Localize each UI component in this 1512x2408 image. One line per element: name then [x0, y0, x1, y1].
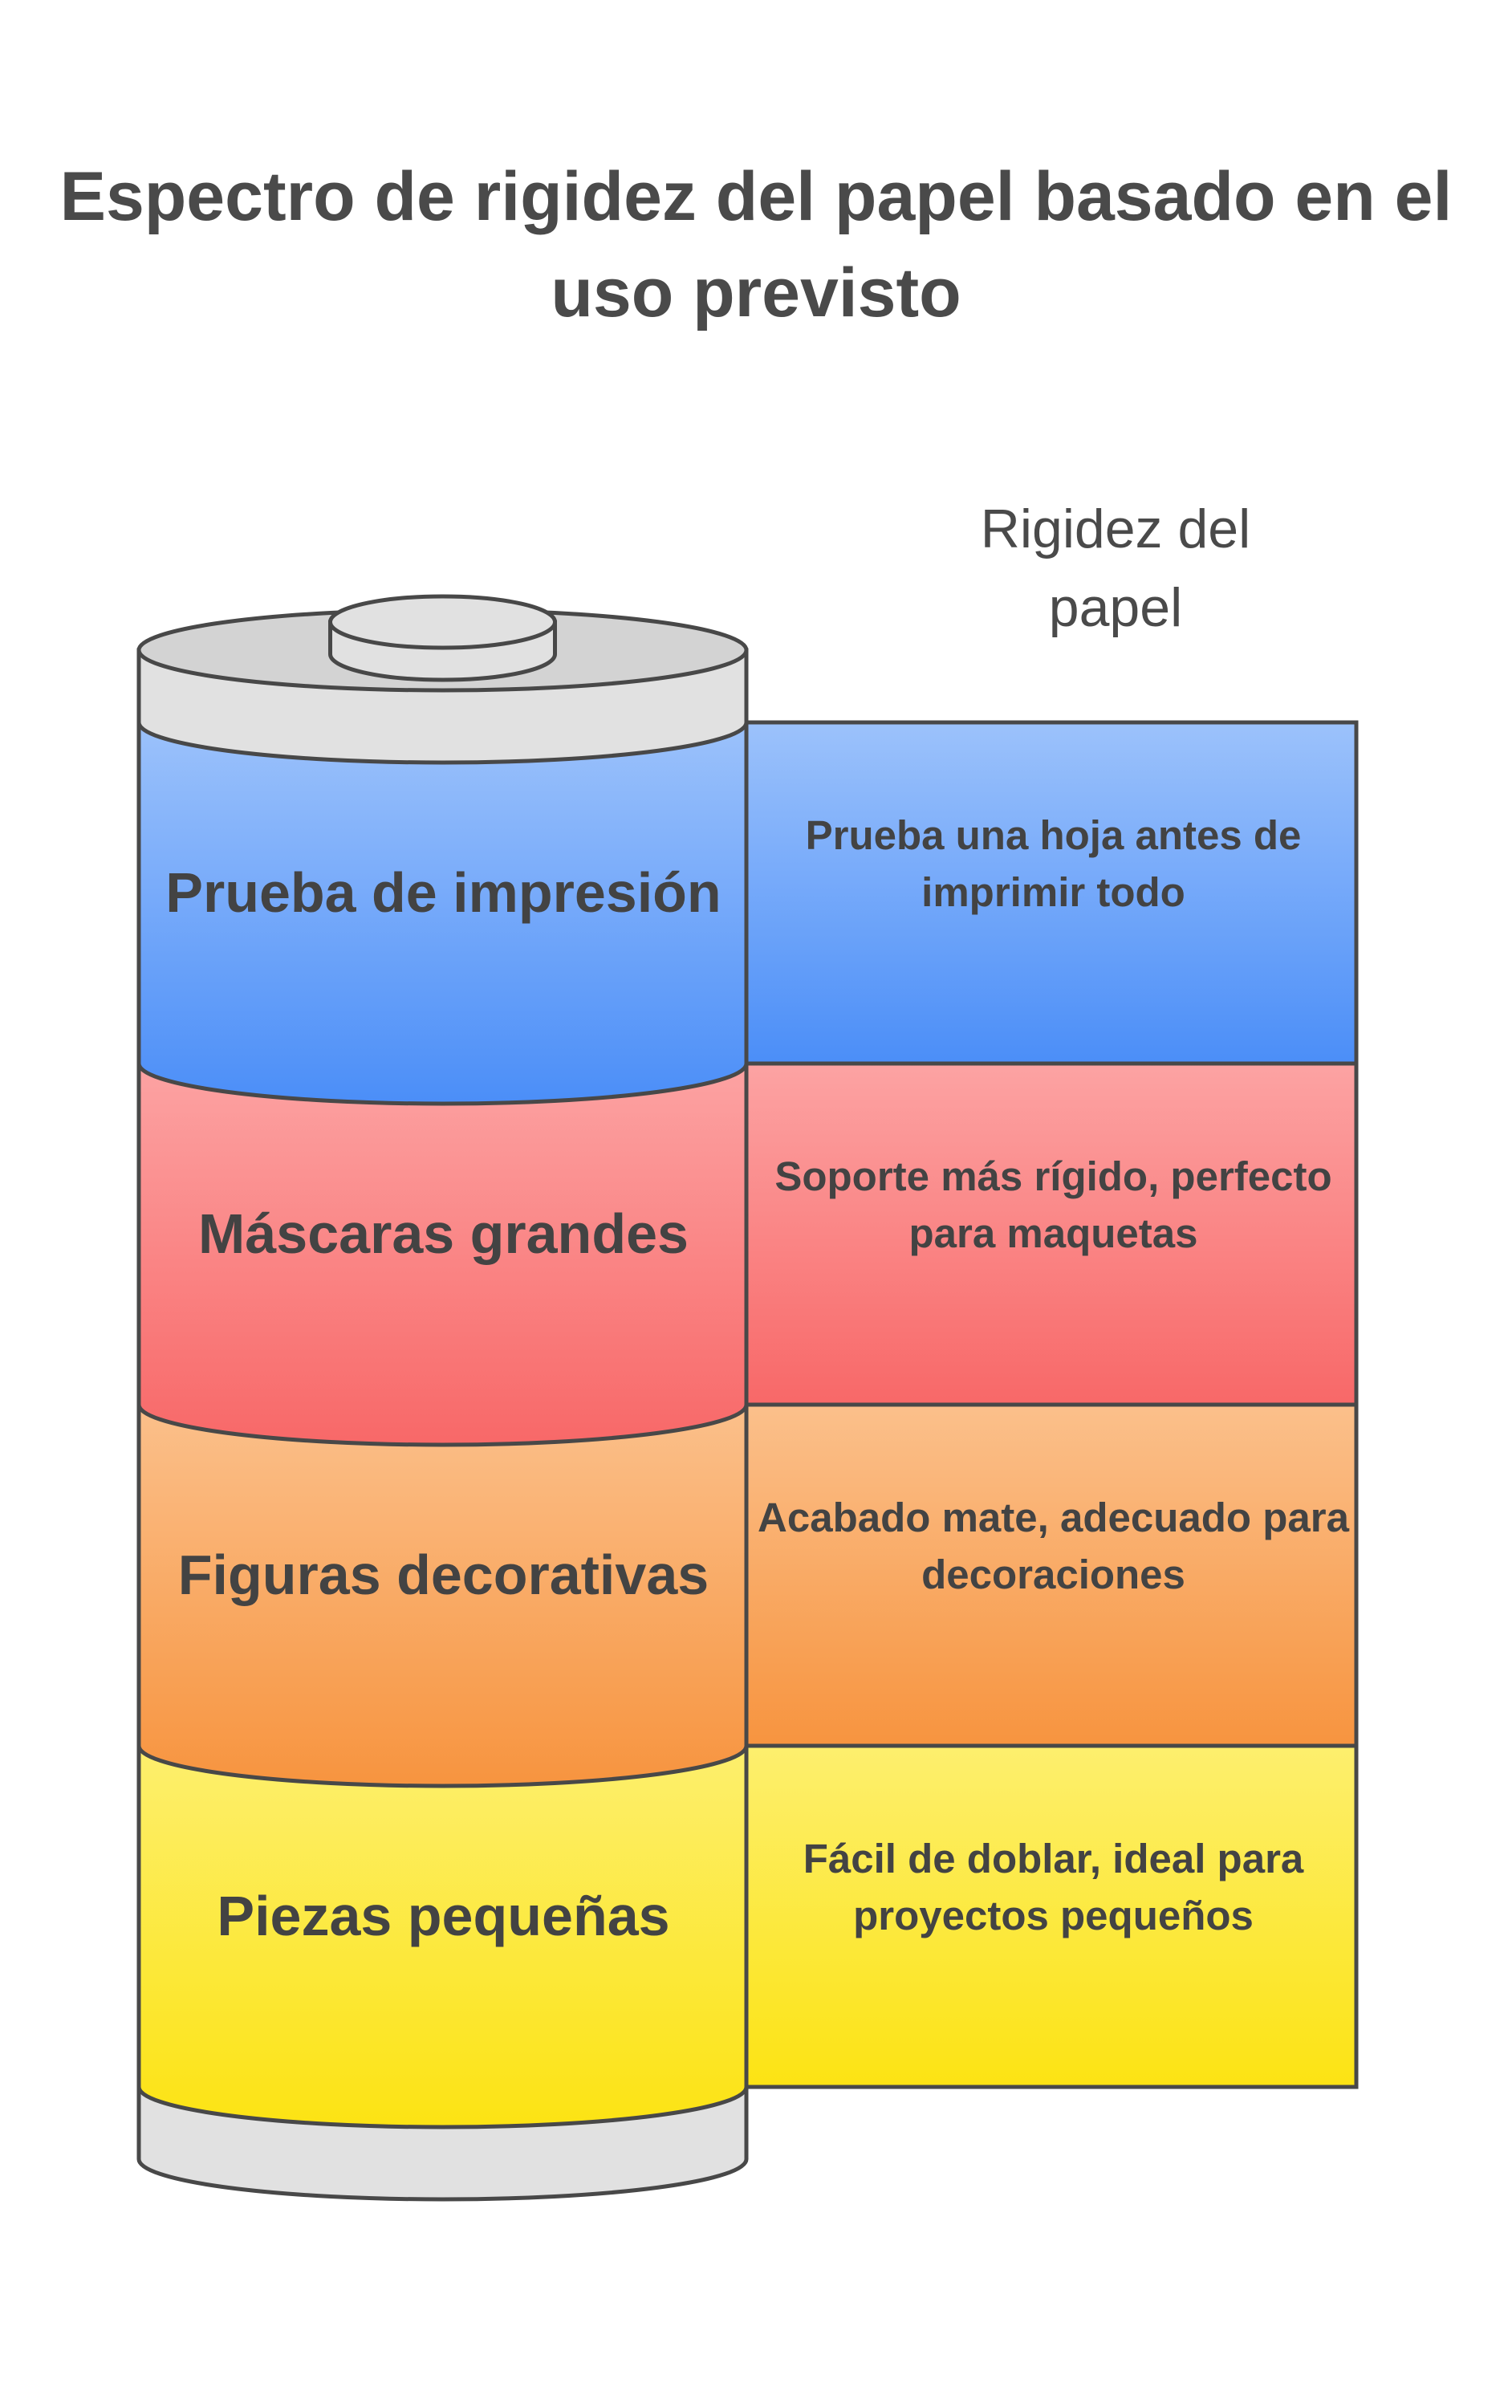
description-piezas: Fácil de doblar, ideal para proyectos pe…: [803, 1836, 1304, 1938]
segment-label-figuras: Figuras decorativas: [177, 1544, 709, 1606]
description-prueba: Prueba una hoja antes de imprimir todo: [805, 812, 1302, 915]
segment-label-prueba: Prueba de impresión: [165, 861, 721, 924]
battery-terminal-top: [328, 594, 557, 650]
description-figuras: Acabado mate, adecuado para decoraciones: [758, 1495, 1349, 1597]
description-box-piezas: [744, 1743, 1359, 2089]
battery-segment-prueba: [136, 720, 749, 1106]
description-box-mascaras: [744, 1061, 1359, 1407]
segment-label-mascaras: Máscaras grandes: [198, 1202, 689, 1265]
page-title: Espectro de rigidez del papel basado en …: [59, 158, 1453, 332]
battery-segment-figuras: [136, 1402, 749, 1788]
battery-segment-mascaras: [136, 1061, 749, 1447]
axis-label: Rigidez del papel: [980, 498, 1251, 638]
segment-label-piezas: Piezas pequeñas: [217, 1885, 670, 1947]
description-mascaras: Soporte más rígido, perfecto para maquet…: [774, 1153, 1332, 1256]
description-box-figuras: [744, 1402, 1359, 1748]
battery-segment-piezas: [136, 1743, 749, 2129]
